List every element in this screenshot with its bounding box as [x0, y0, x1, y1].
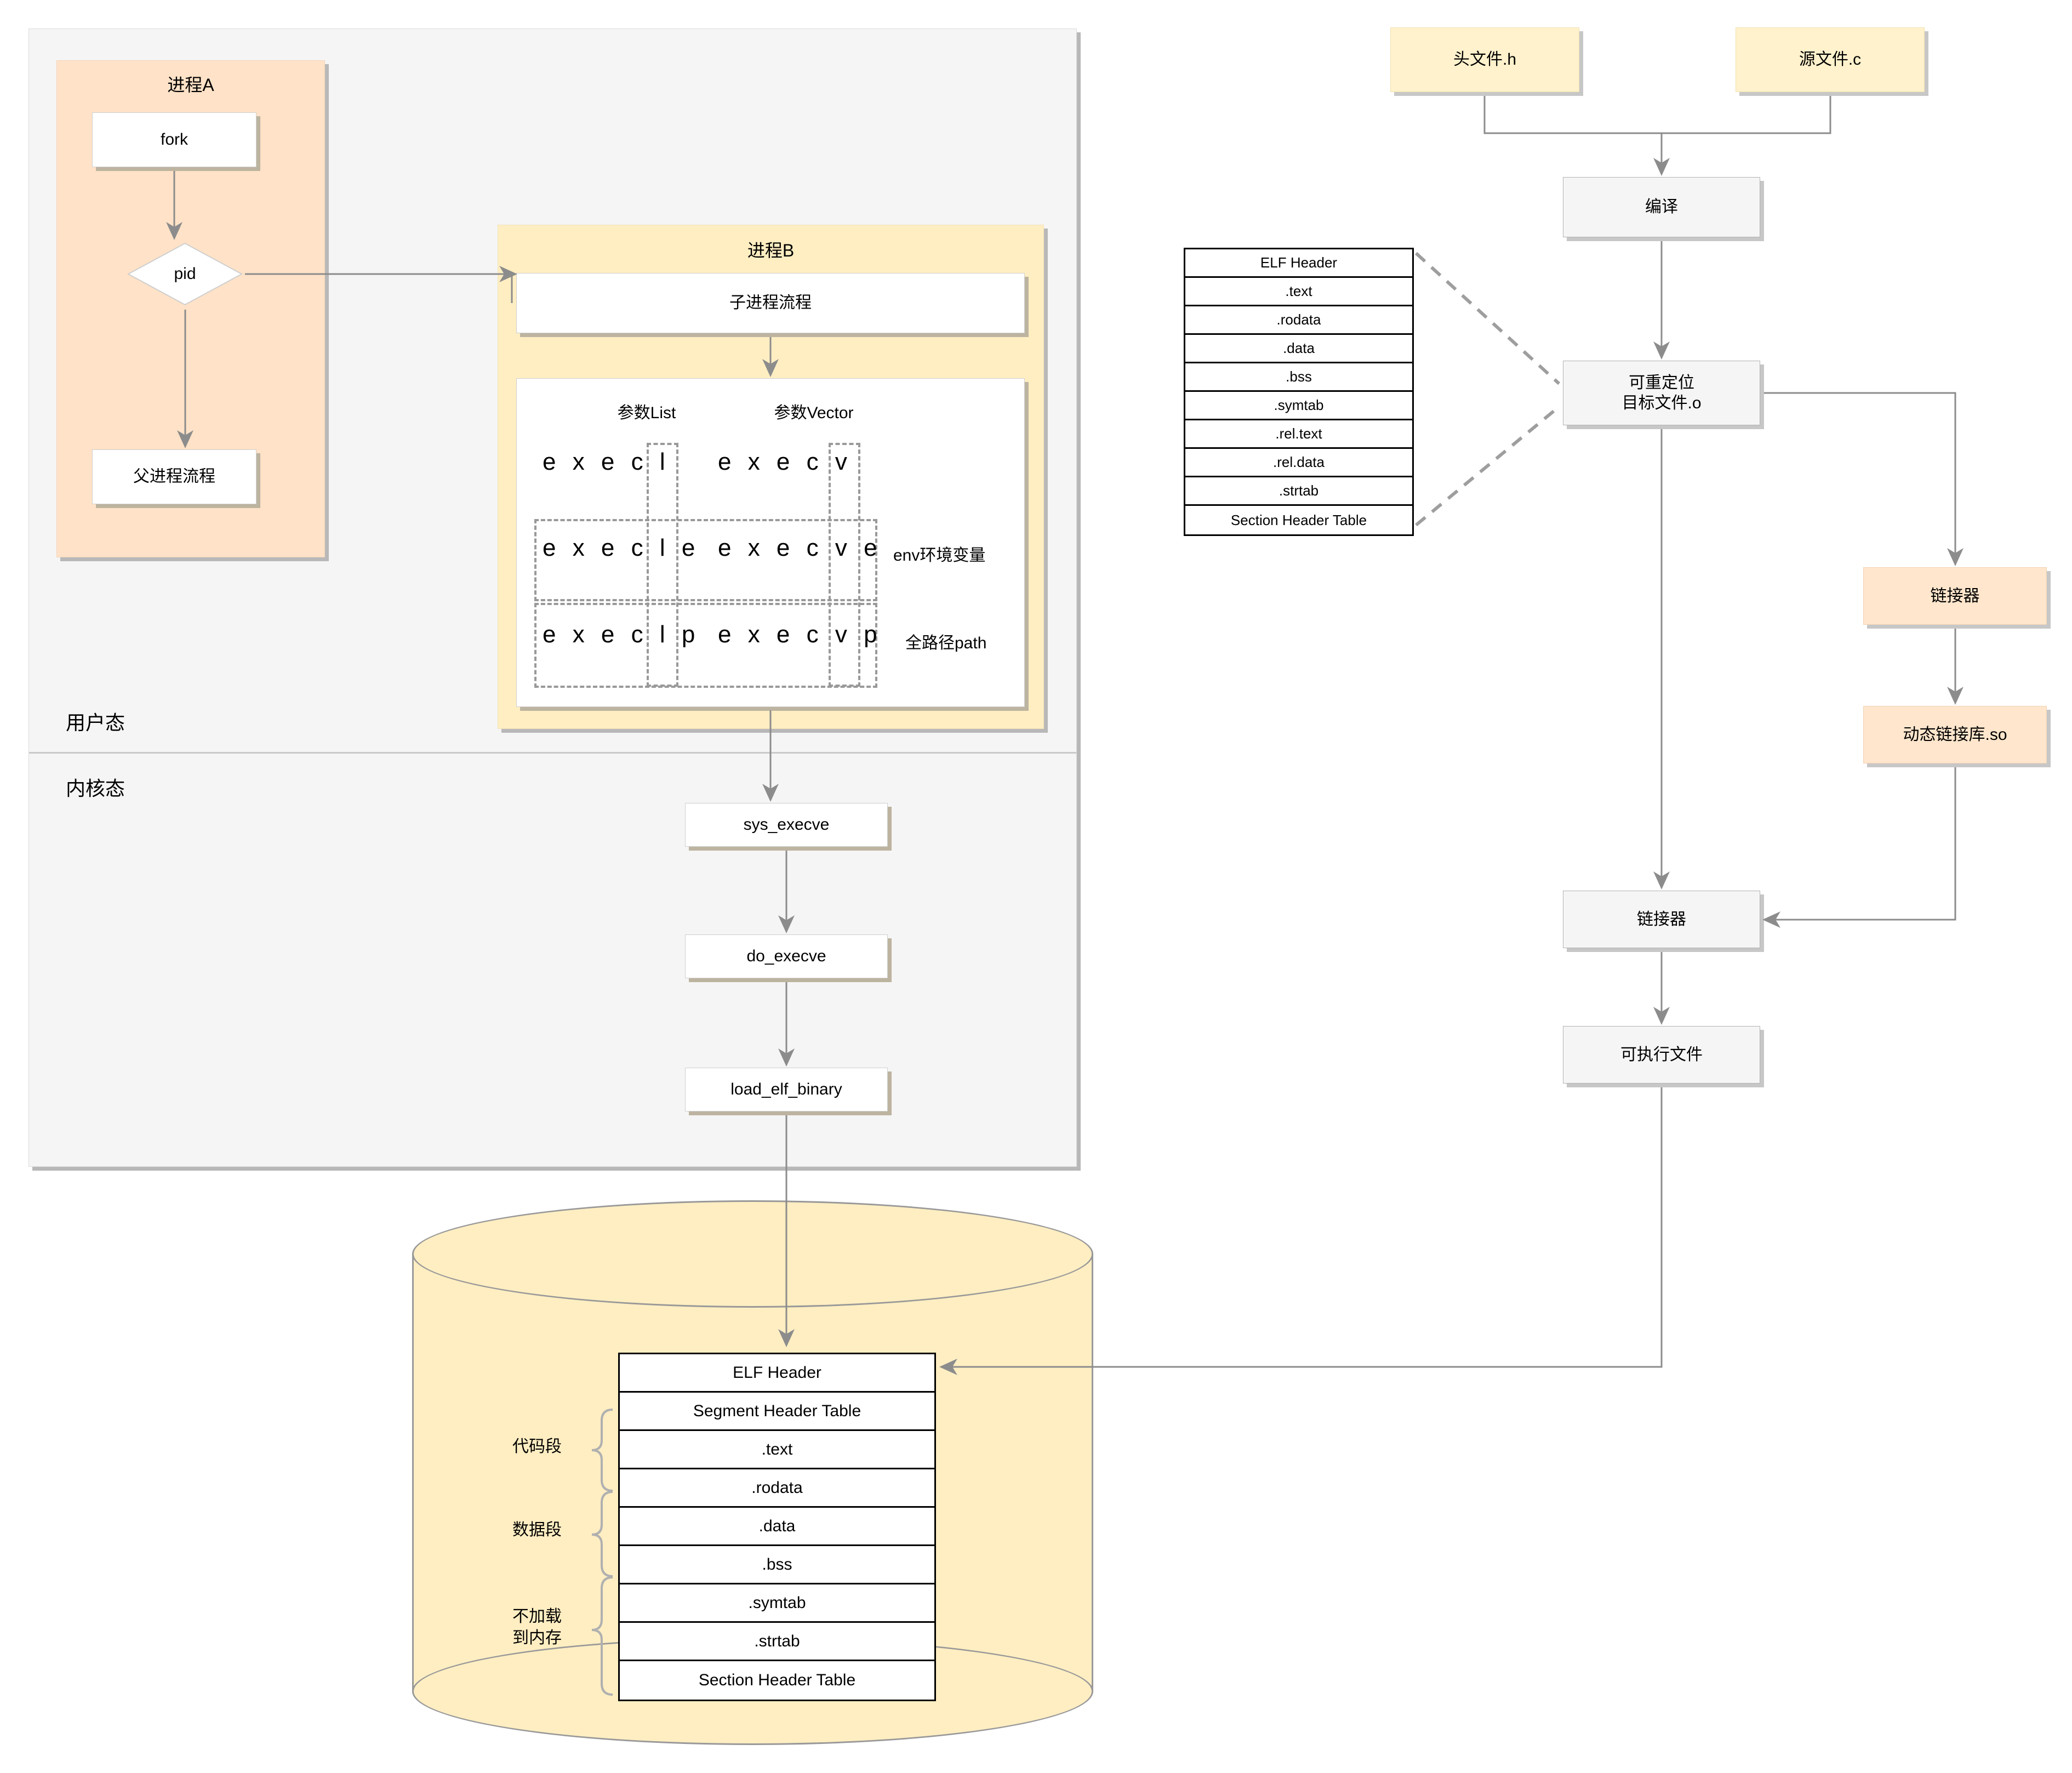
- exec-e-suffix-row-box: [534, 519, 877, 601]
- object-file-row: .data: [1185, 335, 1412, 363]
- header-file-node[interactable]: 头文件.h: [1390, 27, 1579, 92]
- user-kernel-divider: [29, 752, 1076, 754]
- dynamic-linker-node[interactable]: 链接器: [1863, 567, 2047, 625]
- fork-node[interactable]: fork: [92, 112, 256, 167]
- memory-image-row: .data: [620, 1508, 934, 1546]
- pid-diamond-shape: [127, 242, 243, 306]
- edge-so-to-final-linker: [1762, 767, 1956, 928]
- arg-list-column-title: 参数List: [617, 404, 676, 422]
- memory-image-row: Section Header Table: [620, 1661, 934, 1700]
- sys-execve-node[interactable]: sys_execve: [685, 803, 888, 847]
- object-file-row: .rodata: [1185, 306, 1412, 335]
- source-file-node[interactable]: 源文件.c: [1736, 27, 1925, 92]
- executable-node[interactable]: 可执行文件: [1563, 1026, 1760, 1084]
- memory-image-row: Segment Header Table: [620, 1393, 934, 1431]
- exec-row-2-vector: e x e c v p: [718, 621, 882, 648]
- parent-flow-node[interactable]: 父进程流程: [92, 449, 256, 504]
- object-file-row: .text: [1185, 278, 1412, 306]
- process-a-title: 进程A: [167, 75, 214, 95]
- segment-label-data: 数据段: [512, 1521, 562, 1539]
- edge-source-to-compile: [1662, 96, 1831, 134]
- pid-label: pid: [174, 265, 196, 283]
- object-file-row: .rel.text: [1185, 420, 1412, 449]
- object-file-row: Section Header Table: [1185, 506, 1412, 534]
- memory-image-row: ELF Header: [620, 1354, 934, 1393]
- memory-image-row: .bss: [620, 1546, 934, 1584]
- not-loaded-line-2: 到内存: [512, 1629, 562, 1647]
- edge-relocatable-to-dynamic-linker: [1764, 392, 1963, 566]
- exec-row-0-list: e x e c l: [543, 448, 670, 475]
- object-file-section-table: ELF Header.text.rodata.data.bss.symtab.r…: [1184, 248, 1414, 536]
- compile-node[interactable]: 编译: [1563, 177, 1760, 237]
- arg-vector-column-title: 参数Vector: [774, 404, 854, 422]
- callout-bottom-line: [1415, 405, 1560, 527]
- exec-row-2-list: e x e c l p: [543, 621, 700, 648]
- memory-image-row: .strtab: [620, 1623, 934, 1661]
- object-file-row: ELF Header: [1185, 249, 1412, 278]
- memory-image-row: .rodata: [620, 1469, 934, 1508]
- final-linker-node[interactable]: 链接器: [1563, 891, 1760, 948]
- process-b-title: 进程B: [747, 241, 795, 260]
- relocatable-line-2: 目标文件.o: [1622, 394, 1702, 412]
- relocatable-line-1: 可重定位: [1629, 373, 1694, 392]
- memory-image-row: .symtab: [620, 1584, 934, 1623]
- exec-row-1-list: e x e c l e: [543, 534, 700, 561]
- exec-row-1-note: env环境变量: [893, 546, 986, 565]
- not-loaded-line-1: 不加载: [512, 1607, 562, 1626]
- exec-row-0-vector: e x e c v: [718, 448, 852, 475]
- exec-row-2-note: 全路径path: [905, 634, 987, 652]
- memory-image-row: .text: [620, 1431, 934, 1469]
- edge-header-to-compile: [1483, 96, 1663, 173]
- segment-label-not-loaded: 不加载 到内存: [482, 1606, 592, 1649]
- object-file-row: .rel.data: [1185, 449, 1412, 477]
- exec-p-suffix-row-box: [534, 603, 877, 688]
- exec-row-1-vector: e x e c v e: [718, 534, 882, 561]
- memory-cylinder-top-ellipse: [412, 1200, 1093, 1308]
- object-file-row: .bss: [1185, 363, 1412, 392]
- segment-label-code: 代码段: [512, 1438, 562, 1456]
- shared-object-node[interactable]: 动态链接库.so: [1863, 706, 2047, 763]
- user-mode-label: 用户态: [66, 711, 125, 734]
- pid-decision-node[interactable]: pid: [126, 241, 244, 307]
- callout-top-line: [1414, 252, 1561, 385]
- do-execve-node[interactable]: do_execve: [685, 934, 888, 978]
- load-elf-binary-node[interactable]: load_elf_binary: [685, 1068, 888, 1111]
- object-file-row: .strtab: [1185, 477, 1412, 506]
- kernel-mode-label: 内核态: [66, 777, 125, 800]
- relocatable-object-node[interactable]: 可重定位 目标文件.o: [1563, 361, 1760, 425]
- child-flow-node[interactable]: 子进程流程: [516, 273, 1025, 333]
- exec-family-panel: [516, 378, 1025, 707]
- object-file-row: .symtab: [1185, 392, 1412, 420]
